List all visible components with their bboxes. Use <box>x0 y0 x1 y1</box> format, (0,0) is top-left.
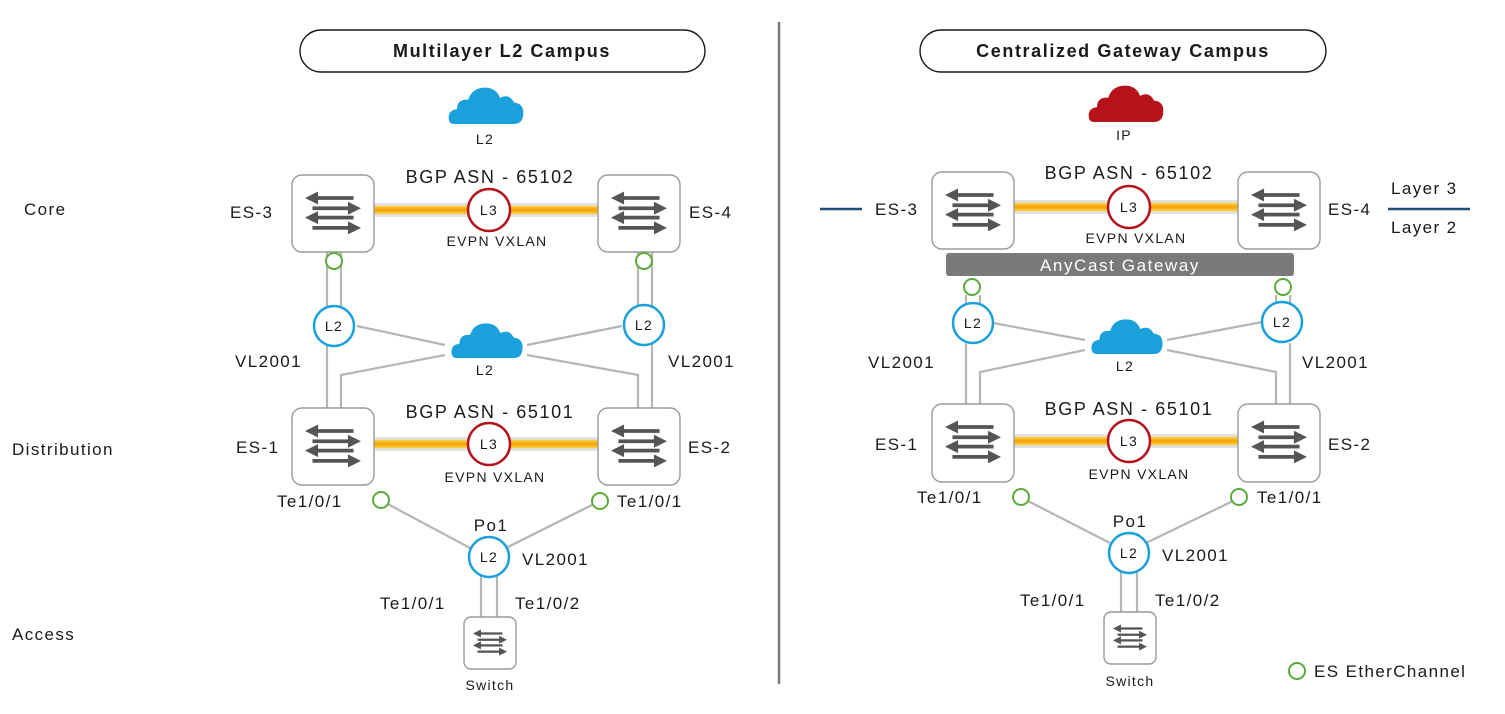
left-switch-label: Switch <box>465 677 514 693</box>
right-access-switch <box>1103 611 1157 665</box>
left-core-l3-badge <box>466 187 512 233</box>
right-ec-es2 <box>1230 488 1248 506</box>
right-core-l3-badge <box>1106 184 1152 230</box>
left-dist-evpn: EVPN VXLAN <box>445 469 546 485</box>
left-title-pill <box>299 29 706 73</box>
left-panel: Multilayer L2 Campus L2 <box>230 29 735 693</box>
layer3-label: Layer 3 <box>1391 179 1458 198</box>
right-es1-switch <box>931 403 1015 483</box>
left-core-evpn: EVPN VXLAN <box>447 233 548 249</box>
right-mid-cloud-label: L2 <box>1116 358 1134 374</box>
anycast-gateway-label: AnyCast Gateway <box>1040 256 1200 275</box>
right-acc-te1: Te1/0/1 <box>1020 591 1086 610</box>
right-core-l3-label: L3 <box>1120 199 1138 215</box>
right-dist-bgp: BGP ASN - 65101 <box>1045 399 1214 419</box>
right-dist-evpn: EVPN VXLAN <box>1089 466 1190 482</box>
right-vl-right: VL2001 <box>1302 353 1369 372</box>
left-l2-right-label: L2 <box>635 317 653 333</box>
left-te-right: Te1/0/1 <box>617 492 683 511</box>
right-po-vl: VL2001 <box>1162 546 1229 565</box>
right-ec-es4 <box>1274 278 1292 296</box>
left-mid-cloud-label: L2 <box>476 362 494 378</box>
left-vl-right: VL2001 <box>668 352 735 371</box>
right-title: Centralized Gateway Campus <box>976 41 1270 61</box>
left-es3-label: ES-3 <box>230 203 273 222</box>
layer2-label: Layer 2 <box>1391 218 1458 237</box>
left-l2-badge-left <box>312 304 356 348</box>
cloud-icon <box>1088 85 1164 122</box>
right-l2-badge-left <box>951 301 995 345</box>
left-es3-switch <box>291 174 375 253</box>
right-ec-es3 <box>963 278 981 296</box>
left-po-l2-label: L2 <box>480 549 498 565</box>
tier-access-label: Access <box>12 625 75 644</box>
right-l2-left-label: L2 <box>964 315 982 331</box>
left-te-left: Te1/0/1 <box>277 492 343 511</box>
right-po: Po1 <box>1113 512 1147 531</box>
left-ec-es4 <box>635 252 653 270</box>
left-es2-switch <box>597 407 681 486</box>
left-po: Po1 <box>474 516 508 535</box>
left-acc-te1: Te1/0/1 <box>380 594 446 613</box>
legend-etherchannel-swatch <box>1288 662 1306 680</box>
left-es4-switch <box>597 174 681 253</box>
right-te-right: Te1/0/1 <box>1257 488 1323 507</box>
left-l2-badge-right <box>622 303 666 347</box>
tier-distribution-label: Distribution <box>12 440 114 459</box>
left-vl-left: VL2001 <box>235 352 302 371</box>
right-acc-te2: Te1/0/2 <box>1155 591 1221 610</box>
left-top-cloud-label: L2 <box>476 131 494 147</box>
right-switch-label: Switch <box>1105 673 1154 689</box>
left-ec-es3 <box>325 252 343 270</box>
left-core-bgp: BGP ASN - 65102 <box>406 167 575 187</box>
cloud-icon <box>1091 319 1163 354</box>
right-vl-left: VL2001 <box>868 353 935 372</box>
left-po-vl: VL2001 <box>522 550 589 569</box>
left-access-switch <box>463 616 517 670</box>
left-po-l2-badge <box>467 535 511 579</box>
right-links <box>964 295 1292 614</box>
left-acc-te2: Te1/0/2 <box>515 594 581 613</box>
left-ec-es2 <box>591 492 609 510</box>
left-ec-es1 <box>372 491 390 509</box>
cloud-icon <box>451 323 523 358</box>
legend: ES EtherChannel <box>1288 662 1466 681</box>
right-es3-switch <box>931 171 1015 250</box>
right-ec-es1 <box>1012 488 1030 506</box>
left-es1-switch <box>291 407 375 486</box>
right-te-left: Te1/0/1 <box>917 488 983 507</box>
right-l2-badge-right <box>1260 300 1304 344</box>
right-es2-switch <box>1237 403 1321 483</box>
right-es1-label: ES-1 <box>875 435 918 454</box>
left-title: Multilayer L2 Campus <box>393 41 611 61</box>
left-es4-label: ES-4 <box>689 203 732 222</box>
left-es1-label: ES-1 <box>236 438 279 457</box>
right-dist-l3-badge <box>1106 418 1152 464</box>
anycast-gateway-bar <box>946 253 1294 276</box>
cloud-icon <box>448 87 524 124</box>
right-title-pill <box>919 29 1327 73</box>
left-dist-bgp: BGP ASN - 65101 <box>406 402 575 422</box>
right-panel: Centralized Gateway Campus IP <box>820 29 1470 689</box>
right-po-l2-badge <box>1107 531 1151 575</box>
right-es3-label: ES-3 <box>875 200 918 219</box>
left-dist-l3-label: L3 <box>480 436 498 452</box>
left-l2-left-label: L2 <box>325 318 343 334</box>
right-core-bgp: BGP ASN - 65102 <box>1045 163 1214 183</box>
right-l2-right-label: L2 <box>1273 314 1291 330</box>
right-top-cloud-label: IP <box>1116 127 1132 143</box>
right-es2-label: ES-2 <box>1328 435 1371 454</box>
left-es2-label: ES-2 <box>688 438 731 457</box>
right-core-evpn: EVPN VXLAN <box>1086 230 1187 246</box>
left-dist-l3-badge <box>466 421 512 467</box>
right-es4-label: ES-4 <box>1328 200 1371 219</box>
left-core-l3-label: L3 <box>480 202 498 218</box>
tier-core-label: Core <box>24 200 66 219</box>
right-es4-switch <box>1237 171 1321 250</box>
right-po-l2-label: L2 <box>1120 545 1138 561</box>
legend-etherchannel-label: ES EtherChannel <box>1314 662 1466 681</box>
right-dist-l3-label: L3 <box>1120 433 1138 449</box>
